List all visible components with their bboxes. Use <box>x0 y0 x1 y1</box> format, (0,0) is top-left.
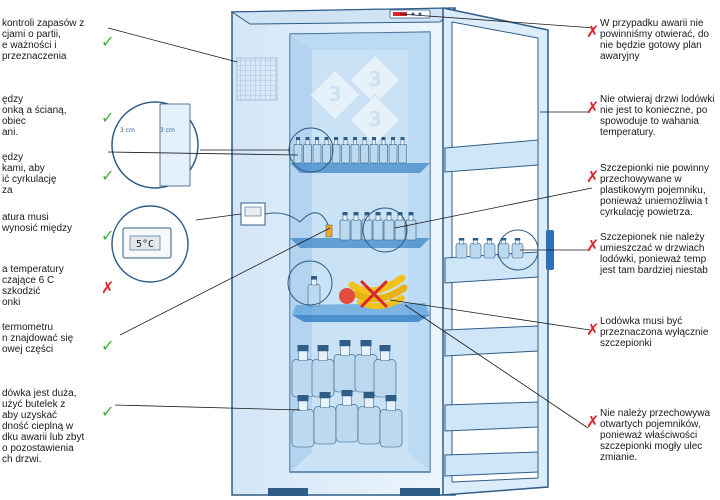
vaccine-bottle <box>511 238 524 259</box>
vaccine-bottle <box>357 392 381 445</box>
vaccine-bottle <box>388 137 398 164</box>
cross-icon: ✗ <box>586 412 600 431</box>
leader-line <box>119 227 331 336</box>
vaccine-bottle <box>312 137 322 164</box>
left-note-5: a temperatury czające 6 C szkodzić onki <box>2 264 64 308</box>
vaccine-bottle <box>335 390 359 443</box>
leader-line <box>195 213 242 221</box>
vaccine-bottle <box>398 137 407 164</box>
left-note-4: atura musi wynosić między <box>2 212 73 234</box>
vaccine-bottles <box>134 112 524 448</box>
watermark-logo: 3 3 3 <box>309 54 401 146</box>
vaccine-bottle <box>360 137 369 164</box>
fruit-in-fridge <box>339 274 408 310</box>
vaccine-bottle <box>379 137 388 164</box>
vaccine-bottle <box>373 345 397 398</box>
left-note-6: termometru n znajdować się owej części <box>2 322 74 355</box>
check-icon: ✓ <box>101 166 115 185</box>
check-icon: ✓ <box>101 226 115 245</box>
vaccine-bottle <box>293 137 303 164</box>
svg-text:3: 3 <box>328 82 342 106</box>
callout-leader-lines <box>107 13 596 429</box>
cross-icon: ✗ <box>586 320 600 339</box>
svg-text:3: 3 <box>368 67 382 91</box>
callout-vent-gap: 3 cm 3 cm <box>111 101 199 189</box>
vaccine-bottle <box>350 212 362 241</box>
left-note-1: kontroli zapasów z cjami o partii, e waż… <box>2 18 85 62</box>
cross-icon: ✗ <box>586 167 600 186</box>
right-note-2: Nie otwieraj drzwi lodówki nie jest to k… <box>600 94 715 138</box>
temperature-display <box>389 9 431 19</box>
vaccine-bottle <box>383 212 395 241</box>
thermometer-reading: 5°C <box>136 239 154 250</box>
vaccine-bottle <box>331 137 341 164</box>
door-shelves <box>444 139 539 477</box>
right-note-6: Nie należy przechowywa otwartych pojemni… <box>600 408 711 463</box>
svg-text:3 cm: 3 cm <box>120 127 135 134</box>
thermometer <box>240 202 333 238</box>
vaccine-bottle <box>455 238 468 259</box>
cross-icon: ✗ <box>101 278 115 297</box>
svg-text:3: 3 <box>368 107 382 131</box>
vaccine-bottle <box>339 212 351 241</box>
check-icon: ✓ <box>101 402 115 421</box>
right-note-4: Szczepionek nie należy umieszczać w drzw… <box>600 232 708 276</box>
vaccine-bottle <box>311 345 335 398</box>
vaccine-bottle <box>350 137 360 164</box>
vaccine-bottle <box>333 340 357 393</box>
leader-line <box>107 151 299 156</box>
vaccine-bottle <box>303 137 312 164</box>
leader-line <box>399 13 596 29</box>
fridge-shelves <box>290 163 430 322</box>
fridge-feet <box>268 488 308 496</box>
vaccine-bottle <box>313 392 337 445</box>
leader-line <box>114 404 301 411</box>
vaccine-bottle <box>322 137 331 164</box>
vaccine-bottle <box>369 137 379 164</box>
left-note-2: ędzy onką a ścianą, obiec ani. <box>2 94 67 138</box>
fridge-interior <box>289 31 431 473</box>
leader-line <box>404 304 589 429</box>
left-note-3: ędzy kami, aby ić cyrkulację za <box>2 152 57 196</box>
right-note-3: Szczepionki nie powinny przechowywane w … <box>600 163 709 218</box>
leader-line <box>394 187 593 229</box>
callout-thermometer: 5°C <box>111 205 189 283</box>
right-note-5: Lodówka musi być przeznaczona wyłącznie … <box>600 316 709 349</box>
vaccine-bottle <box>341 137 350 164</box>
ventilation-grid <box>236 57 278 101</box>
cross-icon: ✗ <box>586 236 600 255</box>
cross-icon: ✗ <box>586 98 600 117</box>
leader-line <box>107 27 238 63</box>
leader-line <box>389 299 591 331</box>
check-icon: ✓ <box>101 336 115 355</box>
check-icon: ✓ <box>101 32 115 51</box>
vaccine-bottle <box>379 395 403 448</box>
vaccine-bottle <box>469 238 482 259</box>
vaccine-bottle <box>483 238 496 259</box>
left-note-7: dówka jest duża, użyć butelek z aby uzys… <box>2 388 85 465</box>
right-note-1: W przypadku awarii nie powinniśmy otwier… <box>600 18 709 62</box>
vaccine-bottle <box>307 276 321 307</box>
vaccine-bottle <box>361 212 373 241</box>
svg-text:3 cm: 3 cm <box>160 127 175 134</box>
vaccine-bottle <box>372 212 384 241</box>
check-icon: ✓ <box>101 108 115 127</box>
cross-icon: ✗ <box>586 22 600 41</box>
